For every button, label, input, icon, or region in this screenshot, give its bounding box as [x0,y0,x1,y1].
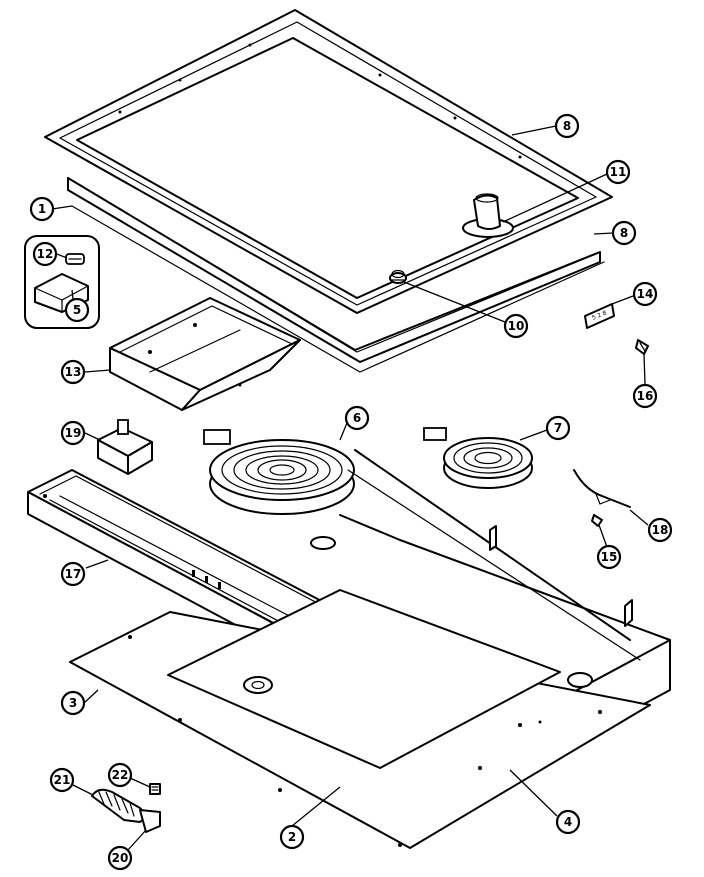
callout-19: 19 [60,420,86,446]
glass-cooktop-panel [67,177,601,363]
callout-1: 1 [29,196,55,222]
leader-lines [51,125,649,851]
callout-7: 7 [545,415,571,441]
control-knob [462,193,514,238]
callout-21-label: 21 [54,773,71,787]
terminal-block-assembly [91,783,161,833]
callout-17-label: 17 [65,567,82,581]
callout-22: 22 [107,762,133,788]
callout-10-label: 10 [508,319,525,333]
callout-3: 3 [60,690,86,716]
callout-20: 20 [107,845,133,871]
screw-16 [635,339,649,355]
callout-18-label: 18 [652,523,669,537]
callout-1-label: 1 [38,202,46,216]
callout-8-top: 8 [554,113,580,139]
element-clip [573,469,631,508]
callout-11: 11 [605,159,631,185]
switch-part: 5 2 8 [584,303,615,329]
callout-13: 13 [60,359,86,385]
screw-15 [591,514,603,527]
cooktop-trim-frame [44,9,613,314]
callout-2: 2 [279,824,305,850]
control-channel-bracket [109,297,301,411]
callout-14: 14 [632,281,658,307]
callout-21: 21 [49,767,75,793]
callout-16: 16 [632,383,658,409]
callout-20-label: 20 [112,851,129,865]
callout-14-label: 14 [637,287,654,301]
gasket [71,205,605,373]
callout-19-label: 19 [65,426,82,440]
callout-4: 4 [555,809,581,835]
callout-18: 18 [647,517,673,543]
infinite-switch [97,419,153,475]
callout-17: 17 [60,561,86,587]
callout-16-label: 16 [637,389,654,403]
callout-11-label: 11 [610,165,627,179]
callout-15-label: 15 [601,550,618,564]
callout-22-label: 22 [112,768,129,782]
callout-5: 5 [64,297,90,323]
callout-6: 6 [344,405,370,431]
callout-3-label: 3 [69,696,77,710]
callout-12: 12 [32,241,58,267]
callout-8-gasket: 8 [611,220,637,246]
small-surface-element [423,427,533,489]
callout-13-label: 13 [65,365,82,379]
knob-insert [389,269,407,284]
callout-5-label: 5 [73,303,81,317]
callout-8-top-label: 8 [563,119,571,133]
callout-4-label: 4 [564,815,572,829]
callout-7-label: 7 [554,421,562,435]
callout-8-gasket-label: 8 [620,226,628,240]
bottom-panel [69,536,651,849]
large-surface-element [203,429,355,515]
callout-12-label: 12 [37,247,54,261]
callout-6-label: 6 [353,411,361,425]
callout-15: 15 [596,544,622,570]
callout-2-label: 2 [288,830,296,844]
callout-10: 10 [503,313,529,339]
